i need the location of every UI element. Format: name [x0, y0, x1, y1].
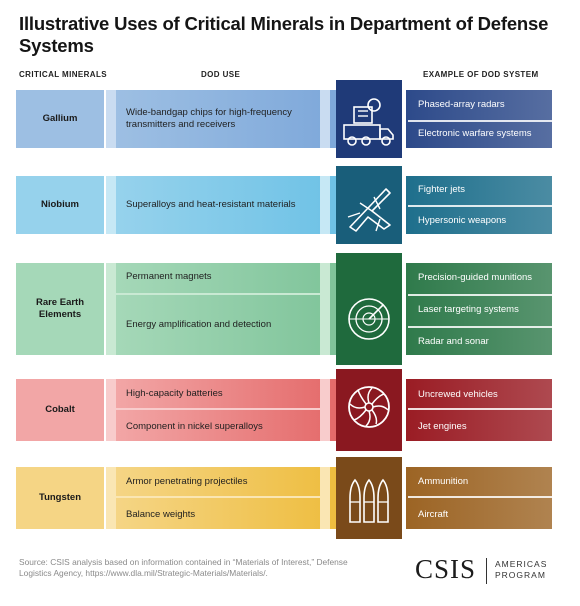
dod-system-text: Electronic warfare systems	[418, 128, 532, 139]
fighter-jet-icon	[347, 188, 391, 232]
strip-left	[106, 263, 116, 355]
header-dod-system: EXAMPLE OF DOD SYSTEM	[423, 70, 539, 79]
band-use-cell	[116, 176, 336, 234]
header-critical-minerals: CRITICAL MINERALS	[19, 70, 107, 79]
jet-turbine-icon	[348, 386, 390, 428]
strip-right	[320, 467, 330, 529]
mineral-label: Tungsten	[38, 492, 82, 503]
mineral-label: Niobium	[41, 199, 79, 210]
system-divider	[408, 120, 552, 122]
dod-use-text: Superalloys and heat-resistant materials	[126, 199, 296, 210]
system-divider	[408, 294, 552, 296]
use-divider	[116, 496, 330, 498]
band-mineral-cell	[16, 263, 104, 355]
dod-use-text: Permanent magnets	[126, 271, 212, 282]
band-system-cell	[406, 467, 552, 529]
band-system-cell	[406, 263, 552, 355]
dod-system-text: Ammunition	[418, 476, 469, 487]
strip-left	[106, 467, 116, 529]
dod-system-text: Fighter jets	[418, 184, 465, 195]
jet-turbine-box	[336, 369, 402, 451]
mineral-name: Niobium	[16, 176, 104, 234]
band-system-cell	[406, 379, 552, 441]
dod-use-text: Balance weights	[126, 509, 196, 520]
dod-system-text: Aircraft	[418, 509, 449, 520]
band-mineral-cell	[16, 176, 104, 234]
dod-use-text: Energy amplification and detection	[126, 319, 272, 330]
dod-use-text: Wide-bandgap chips for high-frequency tr…	[126, 107, 292, 130]
bullets-icon	[349, 478, 389, 523]
band-tungsten	[16, 467, 552, 529]
mineral-name: Cobalt	[16, 379, 104, 441]
dod-system-text: Hypersonic weapons	[418, 215, 507, 226]
dod-system-text: Phased-array radars	[418, 99, 505, 110]
strip-left	[106, 379, 116, 441]
mineral-name: Rare Earth Elements	[16, 263, 104, 355]
band-use-cell	[116, 467, 336, 529]
dod-system-text: Precision-guided munitions	[418, 272, 533, 283]
dod-use-text: High-capacity batteries	[126, 388, 223, 399]
fighter-jet-box	[336, 166, 402, 244]
military-truck-radar-icon	[343, 98, 394, 146]
program-label-line1: AMERICAS	[495, 559, 548, 569]
system-divider	[408, 408, 552, 410]
dod-use-text: Component in nickel superalloys	[126, 421, 263, 432]
program-label-line2: PROGRAM	[495, 570, 546, 580]
strip-right	[320, 90, 330, 148]
use-divider	[116, 408, 330, 410]
program-label: AMERICAS PROGRAM	[495, 559, 547, 581]
dod-system-text: Laser targeting systems	[418, 304, 519, 315]
mineral-label: Gallium	[42, 113, 78, 124]
strip-right	[320, 263, 330, 355]
strip-left	[106, 90, 116, 148]
radar-scope-icon	[348, 298, 390, 340]
bullets-box	[336, 457, 402, 539]
strip-right	[320, 379, 330, 441]
band-mineral-cell	[16, 379, 104, 441]
system-divider	[408, 205, 552, 207]
dod-use-text: Armor penetrating projectiles	[126, 476, 248, 487]
dod-system-text: Radar and sonar	[418, 336, 489, 347]
logo-divider	[486, 558, 487, 584]
band-rare-earth-elements	[16, 263, 552, 355]
source-note: Source: CSIS analysis based on informati…	[19, 557, 348, 578]
mineral-label: Rare Earth Elements	[35, 297, 85, 320]
dod-system-text: Jet engines	[418, 421, 467, 432]
band-cobalt	[16, 379, 552, 441]
strip-right	[320, 176, 330, 234]
band-mineral-cell	[16, 467, 104, 529]
band-use-cell	[116, 263, 336, 355]
system-divider	[408, 496, 552, 498]
mineral-label: Cobalt	[45, 404, 75, 415]
page-title: Illustrative Uses of Critical Minerals i…	[19, 13, 549, 56]
use-divider	[116, 293, 330, 295]
system-divider	[408, 326, 552, 328]
band-gallium	[16, 90, 552, 148]
dod-system-text: Uncrewed vehicles	[418, 389, 498, 400]
mineral-name: Tungsten	[16, 467, 104, 529]
csis-logo: CSIS	[415, 554, 477, 584]
band-mineral-cell	[16, 90, 104, 148]
band-use-cell	[116, 379, 336, 441]
band-system-cell	[406, 90, 552, 148]
strip-left	[106, 176, 116, 234]
header-dod-use: DOD USE	[201, 70, 241, 79]
band-use-cell	[116, 90, 336, 148]
military-truck-radar-box	[336, 80, 402, 158]
radar-scope-box	[336, 253, 402, 365]
mineral-name: Gallium	[16, 90, 104, 148]
